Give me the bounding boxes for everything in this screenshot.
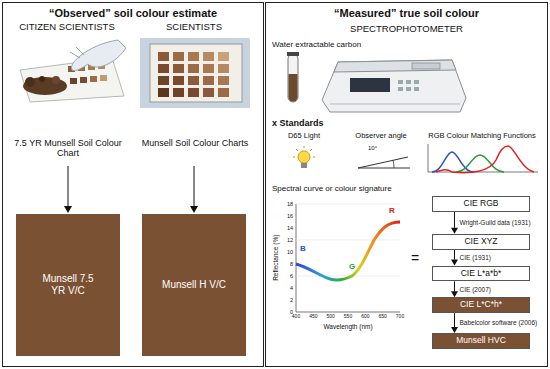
light-bulb xyxy=(293,146,315,168)
node-text: “Measured” true soil colour xyxy=(266,7,547,20)
chart-caption: Munsell Soil Colour Charts xyxy=(136,138,254,148)
arrow-connector xyxy=(451,313,458,333)
colour-swatch-box: Munsell H V/C xyxy=(142,214,246,356)
down-arrow xyxy=(190,166,198,213)
tick-label: 10 xyxy=(278,249,293,255)
sample-label: Water extractable carbon xyxy=(272,40,422,49)
node-text: CIE XYZ xyxy=(437,237,525,247)
node-text: Munsell H V/C xyxy=(162,279,226,292)
column-heading: CITIZEN SCIENTISTS xyxy=(8,22,126,33)
edge-label: CIE (2007) xyxy=(460,286,491,293)
arrow-connector xyxy=(451,212,458,234)
tick-label: 2 xyxy=(278,297,293,303)
standard-label: RGB Colour Matching Functions xyxy=(420,132,544,141)
tick-label: 6 xyxy=(278,273,293,279)
tick-label: 500 xyxy=(323,314,339,320)
section-heading: x Standards xyxy=(272,118,392,128)
edge-label: Wright-Guild data (1931) xyxy=(460,219,531,226)
citizen-illustration xyxy=(20,40,126,102)
tick-label: 650 xyxy=(375,314,391,320)
colour-space-box: CIE XYZ xyxy=(432,234,530,250)
edge-label: Babelcolor software (2006) xyxy=(460,319,538,326)
colour-swatch-box: Munsell 7.5 YR V/C xyxy=(16,214,120,356)
tick-label: 550 xyxy=(340,314,356,320)
tick-label: 18 xyxy=(278,201,293,207)
standard-label: Observer angle xyxy=(348,132,414,141)
angle-symbol xyxy=(358,157,410,168)
instrument-heading: SPECTROPHOTOMETER xyxy=(266,24,547,35)
tick-label: 600 xyxy=(357,314,373,320)
tick-label: 12 xyxy=(278,237,293,243)
spectrophotometer xyxy=(322,60,466,112)
tick-label: 0 xyxy=(278,309,293,315)
test-tube xyxy=(287,52,299,102)
band-letter: B xyxy=(300,244,310,253)
band-letter: G xyxy=(349,262,359,271)
chart-caption: 7.5 YR Munsell Soil Colour Chart xyxy=(10,138,126,159)
tick-label: 16 xyxy=(278,213,293,219)
panel: “Observed” soil colour estimateMunsell 7… xyxy=(2,2,264,367)
arrow-connector xyxy=(451,281,458,297)
tick-label: 400 xyxy=(288,314,304,320)
colour-space-box: CIE RGB xyxy=(432,196,530,212)
node-text: Munsell HVC xyxy=(437,336,525,346)
tick-label: 14 xyxy=(278,225,293,231)
standard-label: D65 Light xyxy=(276,132,332,141)
arrow-connector xyxy=(451,250,458,266)
tick-label: 450 xyxy=(305,314,321,320)
axis-title: Wavelength (nm) xyxy=(296,323,400,330)
axis-title: Reflectance (%) xyxy=(272,218,279,298)
tick-label: 8 xyxy=(278,261,293,267)
colour-space-box: Munsell HVC xyxy=(432,333,530,349)
tick-label: 4 xyxy=(278,285,293,291)
section-heading: Spectral curve or colour signature xyxy=(272,184,442,193)
node-text: CIE L*a*b* xyxy=(437,269,525,279)
equals-sign: = xyxy=(407,250,423,266)
munsell-book-photo xyxy=(140,38,250,108)
node-text: “Observed” soil colour estimate xyxy=(3,7,263,20)
column-heading: SCIENTISTS xyxy=(138,22,250,33)
band-letter: R xyxy=(389,206,399,215)
down-arrow xyxy=(64,166,72,213)
matching-functions-plot xyxy=(428,144,538,173)
node-text: Munsell 7.5 YR V/C xyxy=(35,273,101,298)
spectral-chart xyxy=(296,204,400,312)
node-text: CIE RGB xyxy=(437,199,525,209)
colour-space-box: CIE L*C*h* xyxy=(432,297,530,313)
colour-space-box: CIE L*a*b* xyxy=(432,266,530,282)
tick-label: 700 xyxy=(392,314,408,320)
angle-value: 10° xyxy=(368,145,388,152)
edge-label: CIE (1931) xyxy=(460,254,491,261)
node-text: CIE L*C*h* xyxy=(437,300,525,310)
